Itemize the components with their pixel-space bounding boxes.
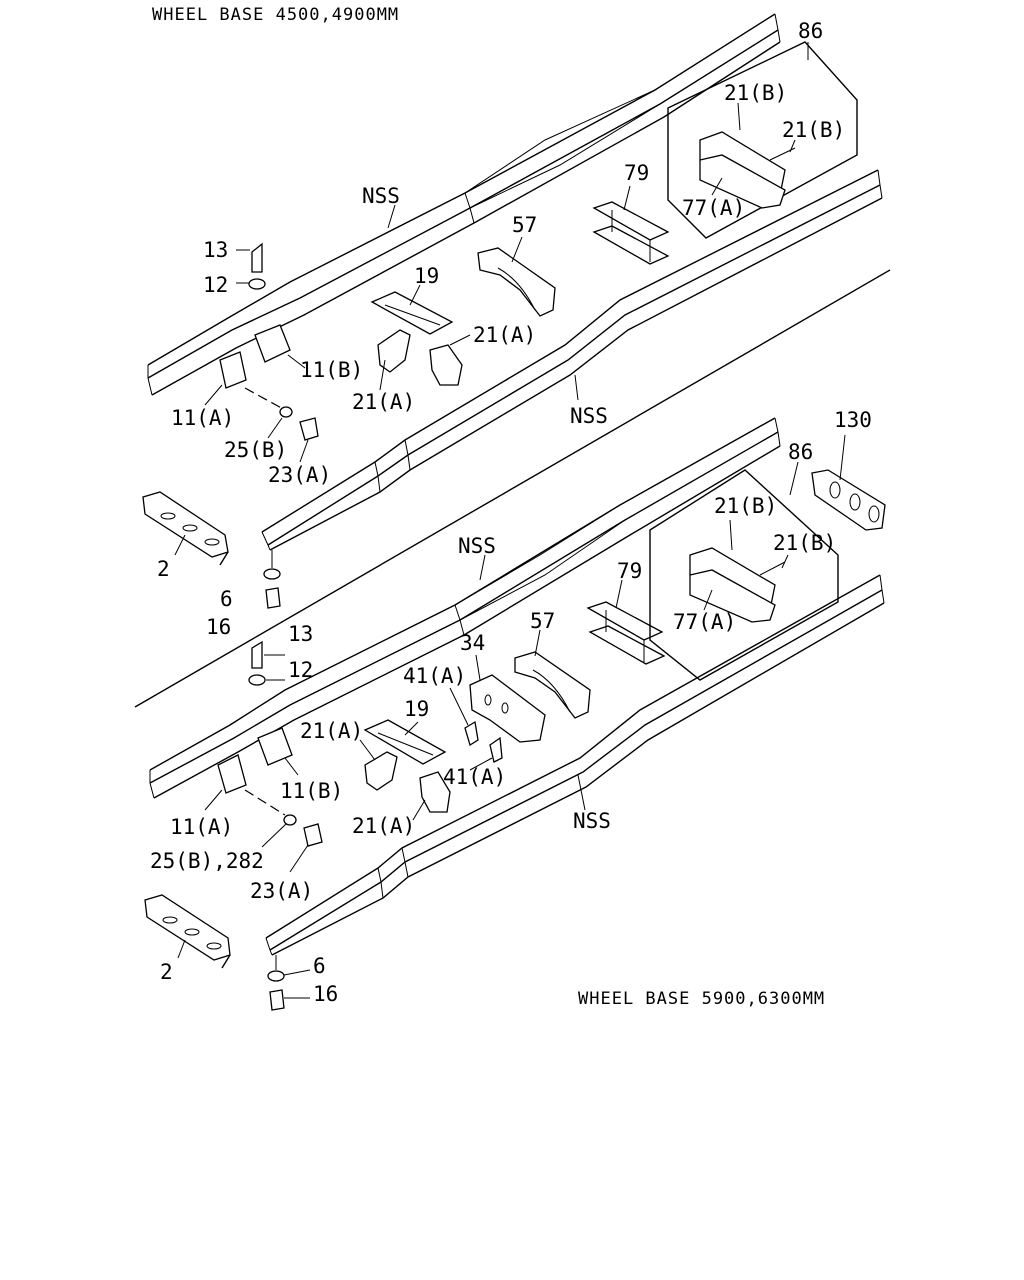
label-13: 13 bbox=[288, 622, 313, 646]
label-57: 57 bbox=[530, 609, 555, 633]
label-79: 79 bbox=[617, 559, 642, 583]
label-86: 86 bbox=[788, 440, 813, 464]
label-11b: 11(B) bbox=[300, 358, 363, 382]
bottom-inset-86 bbox=[649, 469, 839, 681]
label-21a: 21(A) bbox=[352, 814, 415, 838]
label-23a: 23(A) bbox=[250, 879, 313, 903]
label-86: 86 bbox=[798, 19, 823, 43]
bottom-leaders bbox=[177, 434, 846, 999]
label-77a: 77(A) bbox=[673, 610, 736, 634]
label-11a: 11(A) bbox=[171, 406, 234, 430]
top-part-57 bbox=[477, 247, 556, 317]
bottom-part-11-fasteners bbox=[217, 640, 323, 1011]
bottom-part-130 bbox=[811, 469, 886, 531]
label-13: 13 bbox=[203, 238, 228, 262]
label-nss: NSS bbox=[573, 809, 611, 833]
label-11b: 11(B) bbox=[280, 779, 343, 803]
section-divider bbox=[134, 269, 891, 708]
top-part-2-crossmember bbox=[142, 491, 229, 566]
label-nss: NSS bbox=[570, 404, 608, 428]
label-6: 6 bbox=[220, 587, 233, 611]
bottom-part-19 bbox=[363, 719, 447, 765]
label-25b: 25(B) bbox=[224, 438, 287, 462]
label-57: 57 bbox=[512, 213, 537, 237]
label-2: 2 bbox=[157, 557, 170, 581]
top-assembly: WHEEL BASE 4500,4900MM bbox=[142, 5, 883, 639]
label-25b-282: 25(B),282 bbox=[150, 849, 264, 873]
top-part-79 bbox=[592, 201, 670, 265]
bottom-part-41a bbox=[464, 720, 503, 763]
bottom-part-21a bbox=[364, 751, 451, 813]
top-right-side-rail bbox=[261, 169, 883, 551]
label-21a: 21(A) bbox=[473, 323, 536, 347]
label-19: 19 bbox=[404, 697, 429, 721]
label-11a: 11(A) bbox=[170, 815, 233, 839]
label-41a: 41(A) bbox=[403, 664, 466, 688]
label-19: 19 bbox=[414, 264, 439, 288]
label-6: 6 bbox=[313, 954, 326, 978]
label-12: 12 bbox=[288, 658, 313, 682]
label-12: 12 bbox=[203, 273, 228, 297]
bottom-part-34 bbox=[469, 674, 546, 743]
label-2: 2 bbox=[160, 960, 173, 984]
top-leaders bbox=[174, 42, 809, 556]
label-nss: NSS bbox=[362, 184, 400, 208]
label-77a: 77(A) bbox=[682, 196, 745, 220]
bottom-part-79 bbox=[586, 601, 666, 665]
label-21b: 21(B) bbox=[782, 118, 845, 142]
label-nss: NSS bbox=[458, 534, 496, 558]
label-21b: 21(B) bbox=[773, 531, 836, 555]
bottom-left-side-rail bbox=[149, 417, 781, 799]
caption-top: WHEEL BASE 4500,4900MM bbox=[152, 5, 399, 25]
label-34: 34 bbox=[460, 631, 485, 655]
label-130: 130 bbox=[834, 408, 872, 432]
label-41a: 41(A) bbox=[443, 765, 506, 789]
top-part-11-fasteners bbox=[219, 242, 319, 609]
label-23a: 23(A) bbox=[268, 463, 331, 487]
bottom-assembly: WHEEL BASE 5900,6300MM bbox=[144, 408, 886, 1011]
top-part-19 bbox=[370, 291, 454, 335]
bottom-right-side-rail bbox=[265, 574, 885, 956]
label-79: 79 bbox=[624, 161, 649, 185]
top-part-21a bbox=[377, 329, 463, 386]
label-21a: 21(A) bbox=[300, 719, 363, 743]
label-16: 16 bbox=[206, 615, 231, 639]
label-16: 16 bbox=[313, 982, 338, 1006]
label-21a: 21(A) bbox=[352, 390, 415, 414]
bottom-part-2-crossmember bbox=[144, 894, 231, 969]
caption-bottom: WHEEL BASE 5900,6300MM bbox=[578, 989, 825, 1009]
label-21b: 21(B) bbox=[714, 494, 777, 518]
label-21b: 21(B) bbox=[724, 81, 787, 105]
bottom-part-57 bbox=[514, 651, 591, 719]
top-left-side-rail bbox=[147, 13, 781, 396]
